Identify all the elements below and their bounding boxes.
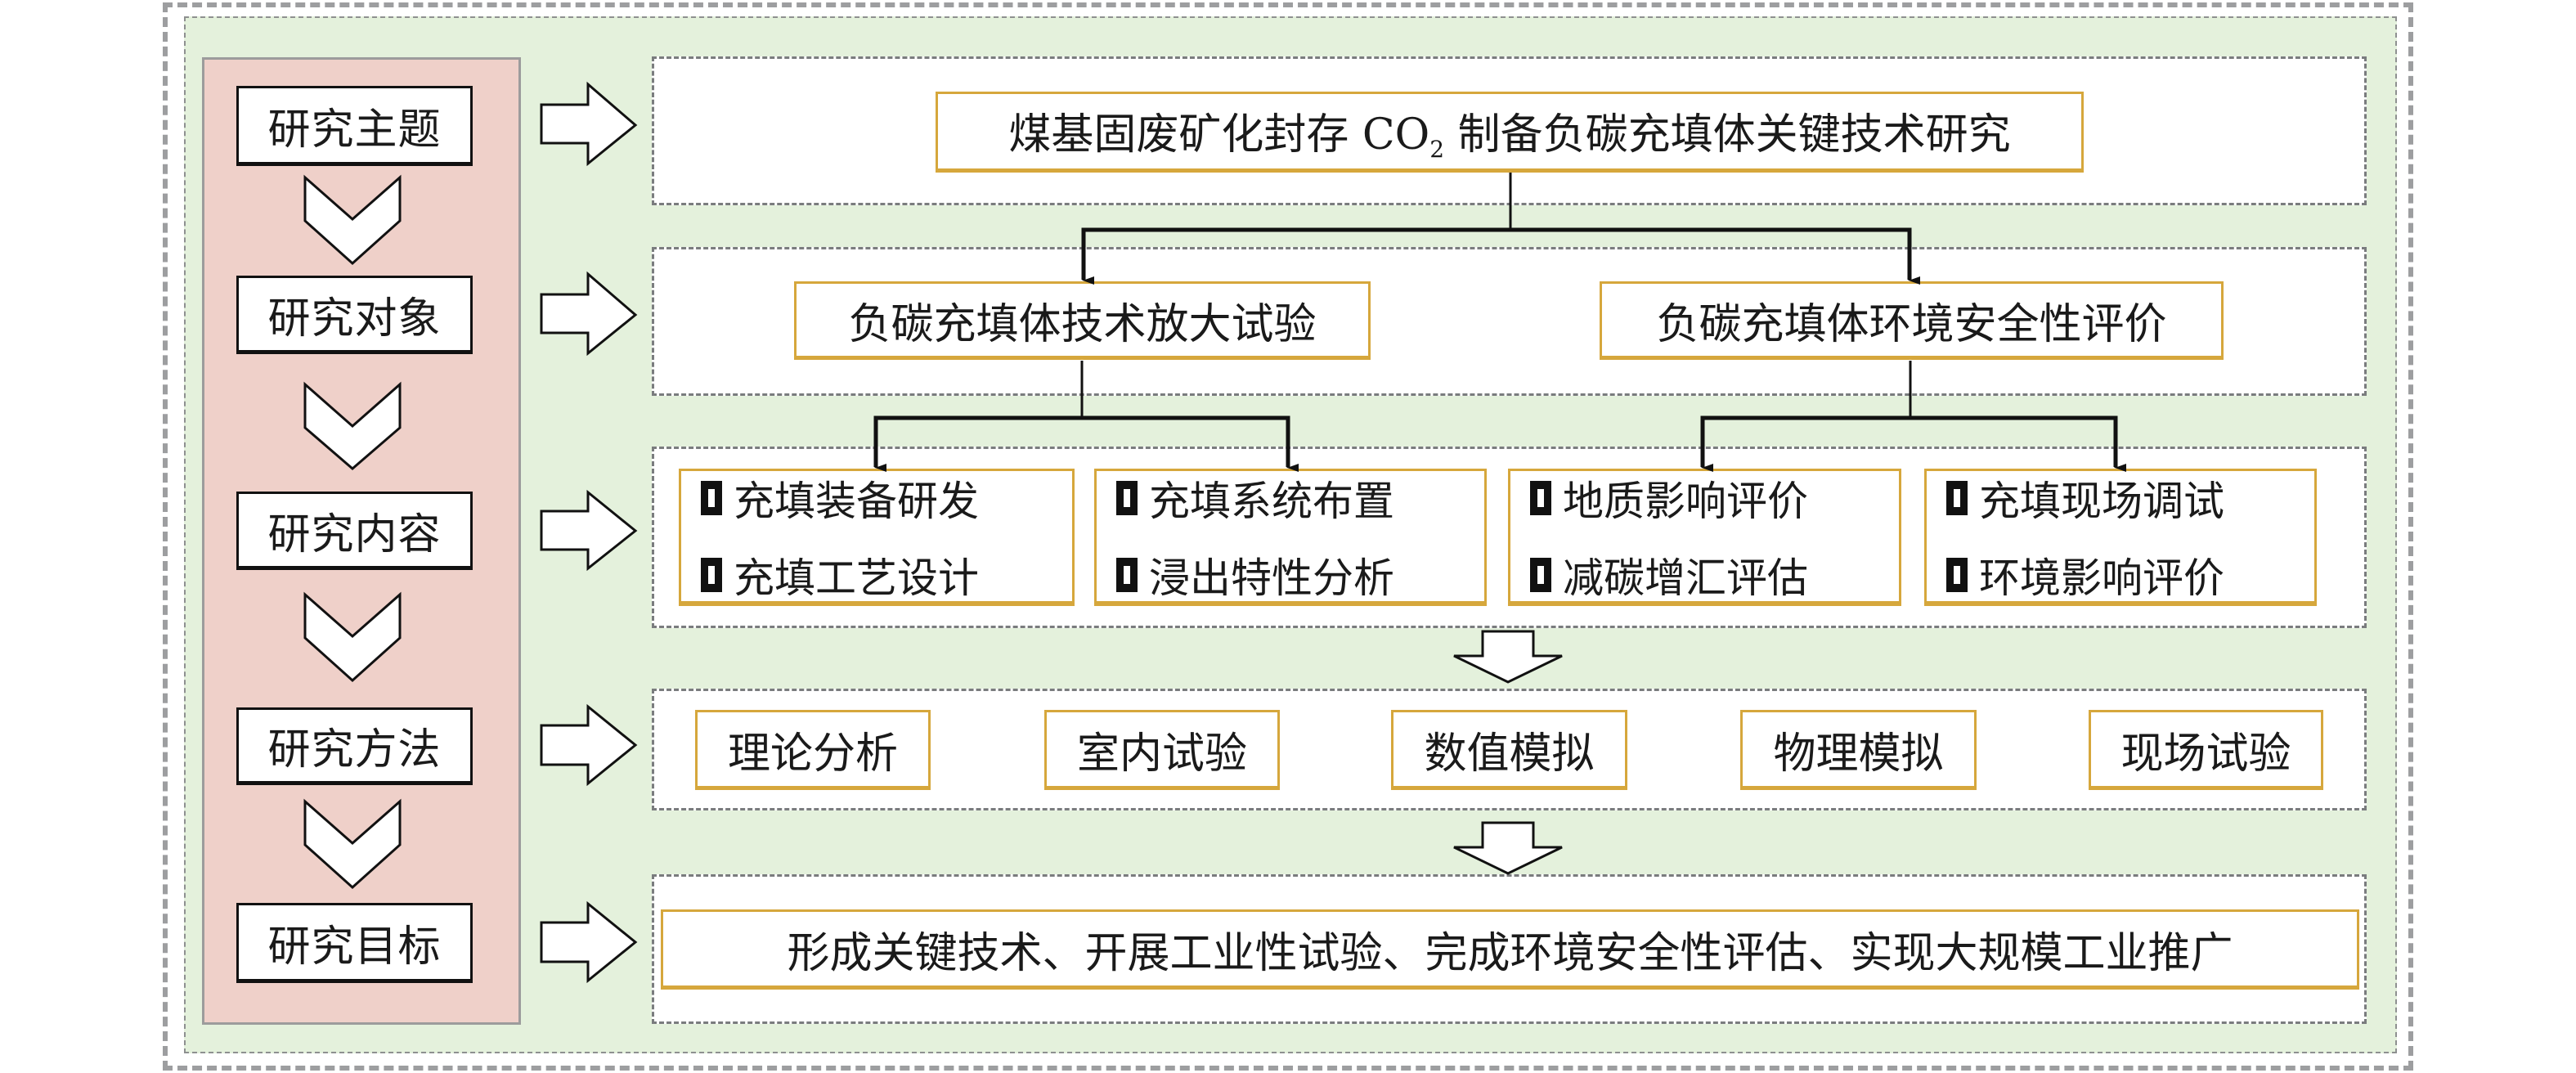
method-box: 现场试验 (2089, 710, 2323, 790)
outer-frame (163, 2, 2413, 1071)
topic-title: 煤基固废矿化封存 CO2 制备负碳充填体关键技术研究 (1008, 100, 2010, 163)
checkbox-square-icon (1946, 480, 1968, 515)
method-box: 数值模拟 (1391, 710, 1627, 790)
content-box: 充填系统布置 浸出特性分析 (1094, 469, 1487, 606)
stage-label-text: 研究对象 (267, 294, 442, 343)
stage-label-goal: 研究目标 (236, 903, 473, 983)
chevron-down-icon (303, 591, 402, 683)
content-item-label: 充填工艺设计 (734, 554, 979, 602)
stage-label-text: 研究目标 (267, 922, 442, 972)
object-label: 负碳充填体技术放大试验 (848, 299, 1317, 349)
tree-connectors (873, 173, 2126, 472)
content-item: 减碳增汇评估 (1530, 545, 1899, 604)
connector-line (1081, 227, 1912, 280)
content-item-label: 环境影响评价 (1979, 554, 2224, 602)
method-label: 现场试验 (2120, 729, 2291, 779)
checkbox-square-icon (1530, 557, 1551, 592)
checkbox-square-icon (1116, 480, 1138, 515)
method-label: 理论分析 (727, 729, 898, 779)
chevron-down-icon (303, 174, 402, 266)
arrow-right-icon (540, 900, 638, 984)
object-box-safety: 负碳充填体环境安全性评价 (1600, 281, 2224, 360)
stage-label-text: 研究内容 (267, 510, 442, 559)
method-box: 理论分析 (695, 710, 931, 790)
stage-label-topic: 研究主题 (236, 86, 473, 166)
content-item-label: 充填系统布置 (1149, 477, 1394, 525)
content-item: 环境影响评价 (1946, 545, 2314, 604)
topic-title-prefix: 煤基固废矿化封存 CO (1008, 110, 1430, 159)
content-item-label: 地质影响评价 (1563, 477, 1808, 525)
checkbox-square-icon (1946, 557, 1968, 592)
topic-title-suffix: 制备负碳充填体关键技术研究 (1444, 110, 2011, 159)
content-box: 地质影响评价 减碳增汇评估 (1508, 469, 1901, 606)
content-box: 充填现场调试 环境影响评价 (1924, 469, 2317, 606)
method-label: 室内试验 (1076, 729, 1247, 779)
content-item: 充填系统布置 (1116, 469, 1484, 528)
object-label: 负碳充填体环境安全性评价 (1656, 299, 2167, 349)
topic-title-subscript: 2 (1429, 136, 1445, 163)
method-box: 室内试验 (1044, 710, 1280, 790)
connector-line (1700, 415, 2118, 467)
content-box: 充填装备研发 充填工艺设计 (679, 469, 1075, 606)
content-item-label: 减碳增汇评估 (1563, 554, 1808, 602)
arrow-right-icon (540, 703, 638, 787)
stage-label-content: 研究内容 (236, 492, 473, 570)
content-item: 充填装备研发 (701, 469, 1072, 528)
checkbox-square-icon (1530, 480, 1551, 515)
content-item-label: 充填现场调试 (1979, 477, 2224, 525)
arrow-right-icon (540, 271, 638, 357)
stage-label-method: 研究方法 (236, 707, 473, 785)
content-item: 浸出特性分析 (1116, 545, 1484, 604)
method-label: 物理模拟 (1773, 729, 1944, 779)
goal-label: 形成关键技术、开展工业性试验、完成环境安全性评估、实现大规模工业推广 (787, 928, 2233, 978)
content-item-label: 充填装备研发 (734, 477, 979, 525)
method-label: 数值模拟 (1424, 729, 1595, 779)
stage-label-text: 研究主题 (267, 105, 442, 155)
checkbox-square-icon (1116, 557, 1138, 592)
arrow-down-icon (1453, 821, 1563, 875)
content-item: 充填工艺设计 (701, 545, 1072, 604)
arrow-right-icon (540, 81, 638, 167)
arrow-right-icon (540, 489, 638, 572)
connector-line (873, 415, 1290, 467)
chevron-down-icon (303, 381, 402, 470)
topic-box: 煤基固废矿化封存 CO2 制备负碳充填体关键技术研究 (936, 92, 2084, 173)
stage-label-text: 研究方法 (267, 725, 442, 774)
object-box-scaleup: 负碳充填体技术放大试验 (794, 281, 1371, 360)
content-item: 充填现场调试 (1946, 469, 2314, 528)
method-box: 物理模拟 (1740, 710, 1977, 790)
goal-box: 形成关键技术、开展工业性试验、完成环境安全性评估、实现大规模工业推广 (661, 909, 2359, 990)
content-item-label: 浸出特性分析 (1149, 554, 1394, 602)
checkbox-square-icon (701, 480, 722, 515)
arrow-down-icon (1453, 630, 1563, 684)
content-item: 地质影响评价 (1530, 469, 1899, 528)
chevron-down-icon (303, 798, 402, 890)
checkbox-square-icon (701, 557, 722, 592)
stage-label-object: 研究对象 (236, 276, 473, 354)
